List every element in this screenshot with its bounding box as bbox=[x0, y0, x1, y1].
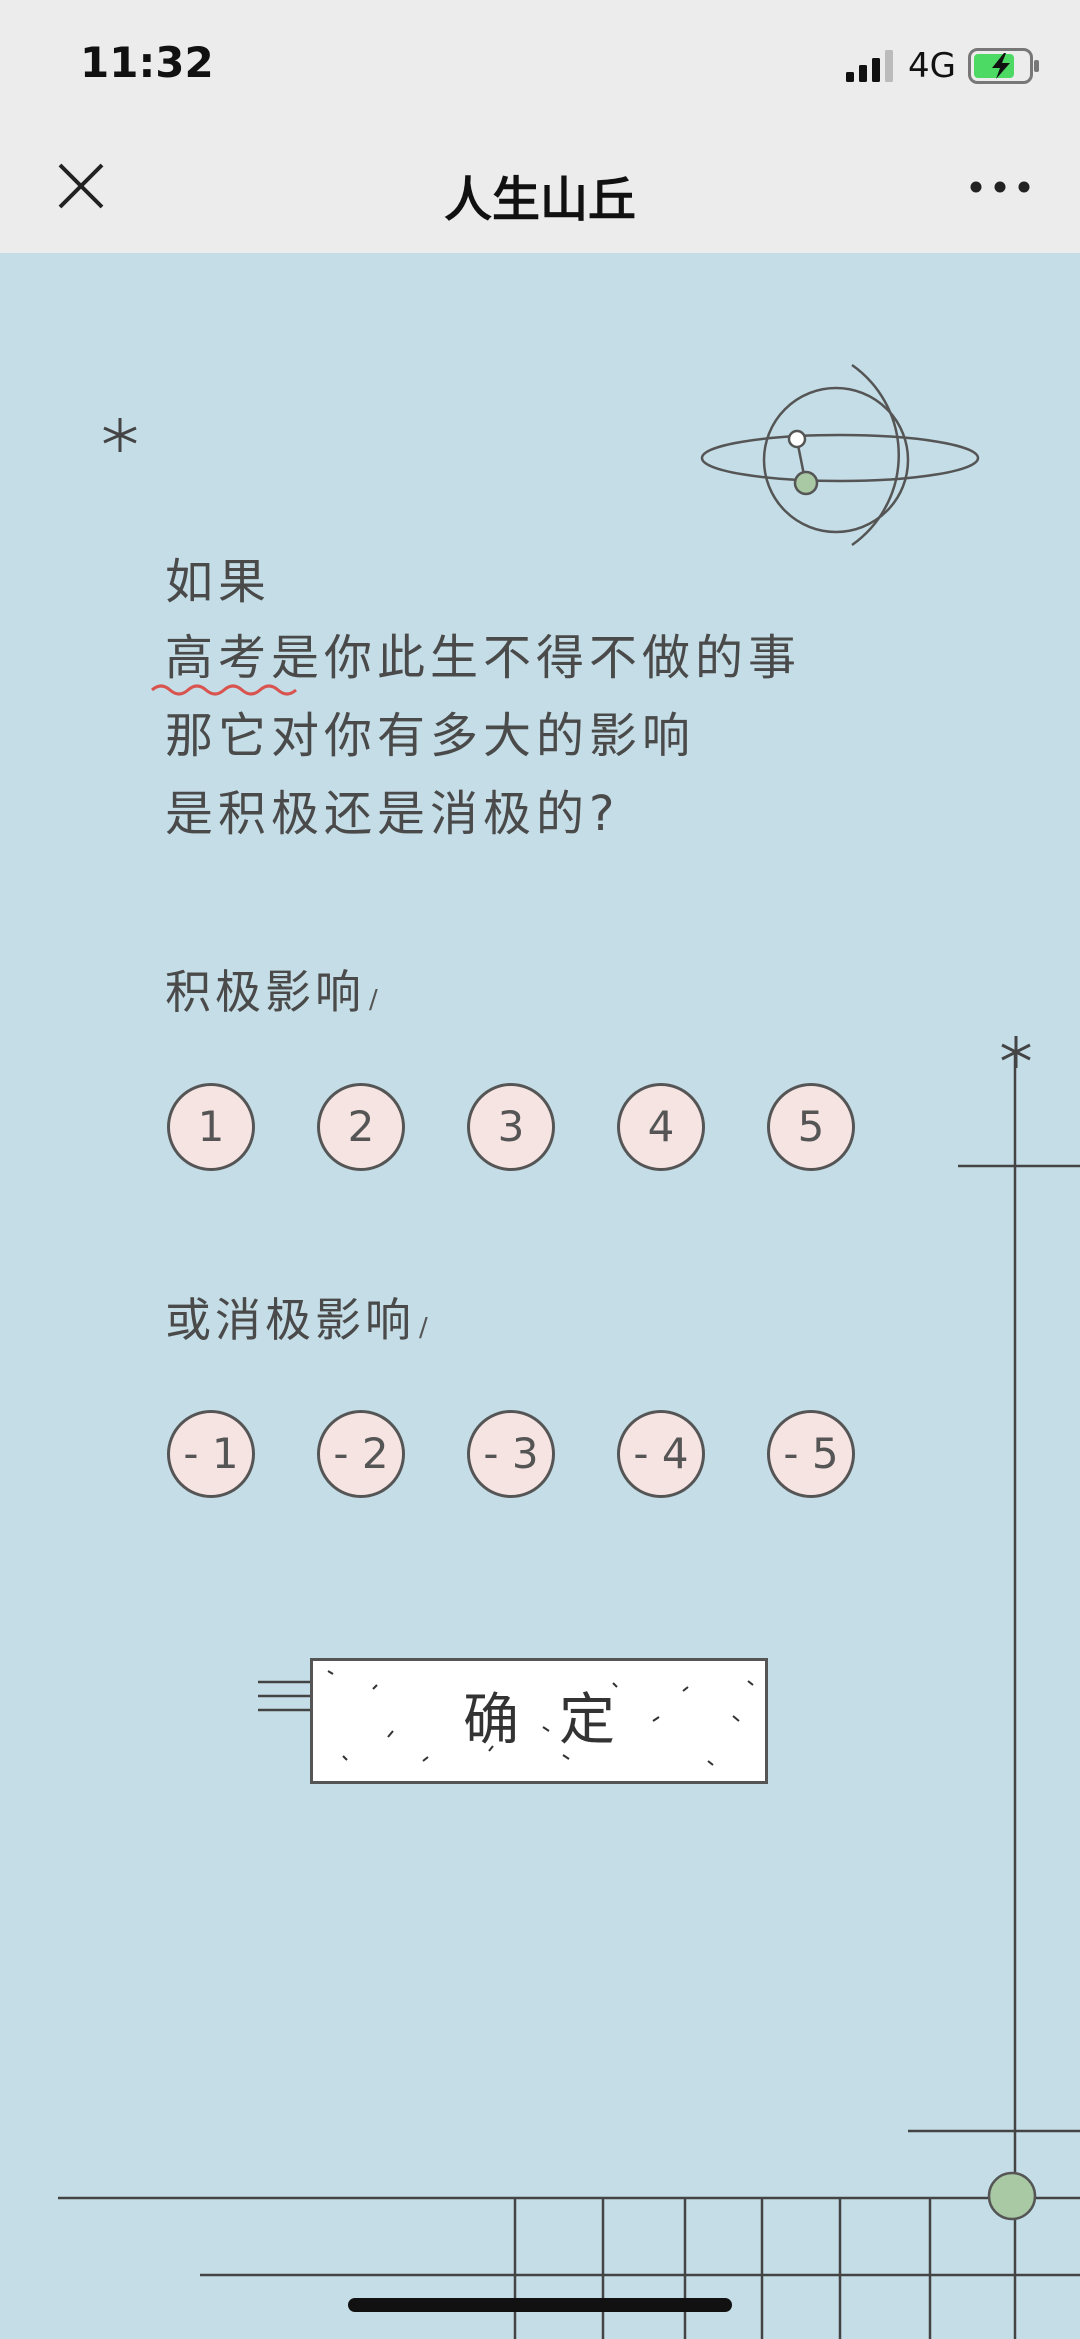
battery-charging-icon bbox=[968, 48, 1039, 84]
positive-option-2[interactable]: 2 bbox=[317, 1083, 405, 1171]
close-icon[interactable] bbox=[50, 155, 112, 217]
more-icon[interactable] bbox=[966, 165, 1034, 209]
positive-label: 积极影响/ bbox=[165, 965, 382, 1019]
positive-option-3[interactable]: 3 bbox=[467, 1083, 555, 1171]
negative-option-5[interactable]: - 5 bbox=[767, 1410, 855, 1498]
star-icon bbox=[103, 418, 137, 452]
signal-icon bbox=[846, 50, 893, 82]
planet-icon bbox=[700, 363, 980, 547]
confirm-label: 确定 bbox=[463, 1688, 655, 1753]
top-bar: 11:32 4G 人生山丘 bbox=[0, 0, 1080, 253]
negative-option-4[interactable]: - 4 bbox=[617, 1410, 705, 1498]
question-line-2: 高考是你此生不得不做的事 bbox=[165, 630, 802, 686]
page-title: 人生山丘 bbox=[443, 172, 636, 228]
network-label: 4G bbox=[908, 46, 956, 86]
slash-mark: / bbox=[369, 985, 382, 1015]
slash-mark: / bbox=[419, 1313, 432, 1343]
question-line-3: 那它对你有多大的影响 bbox=[165, 708, 696, 764]
negative-option-1[interactable]: - 1 bbox=[167, 1410, 255, 1498]
question-line-1: 如果 bbox=[165, 554, 272, 610]
underline-squiggle bbox=[151, 684, 297, 696]
negative-option-2[interactable]: - 2 bbox=[317, 1410, 405, 1498]
home-indicator bbox=[348, 2298, 732, 2312]
positive-option-4[interactable]: 4 bbox=[617, 1083, 705, 1171]
speckle-texture bbox=[327, 1670, 754, 1766]
grid-lines bbox=[58, 1052, 1080, 2339]
status-time: 11:32 bbox=[80, 38, 214, 87]
positive-option-1[interactable]: 1 bbox=[167, 1083, 255, 1171]
corner-dot-green bbox=[987, 2171, 1037, 2221]
negative-option-3[interactable]: - 3 bbox=[467, 1410, 555, 1498]
planet-dot-white bbox=[787, 429, 807, 449]
question-line-4: 是积极还是消极的? bbox=[165, 786, 620, 842]
positive-option-5[interactable]: 5 bbox=[767, 1083, 855, 1171]
planet-dot-green bbox=[793, 470, 819, 496]
confirm-button[interactable]: 确定 bbox=[310, 1658, 768, 1784]
negative-label: 或消极影响/ bbox=[165, 1293, 432, 1347]
